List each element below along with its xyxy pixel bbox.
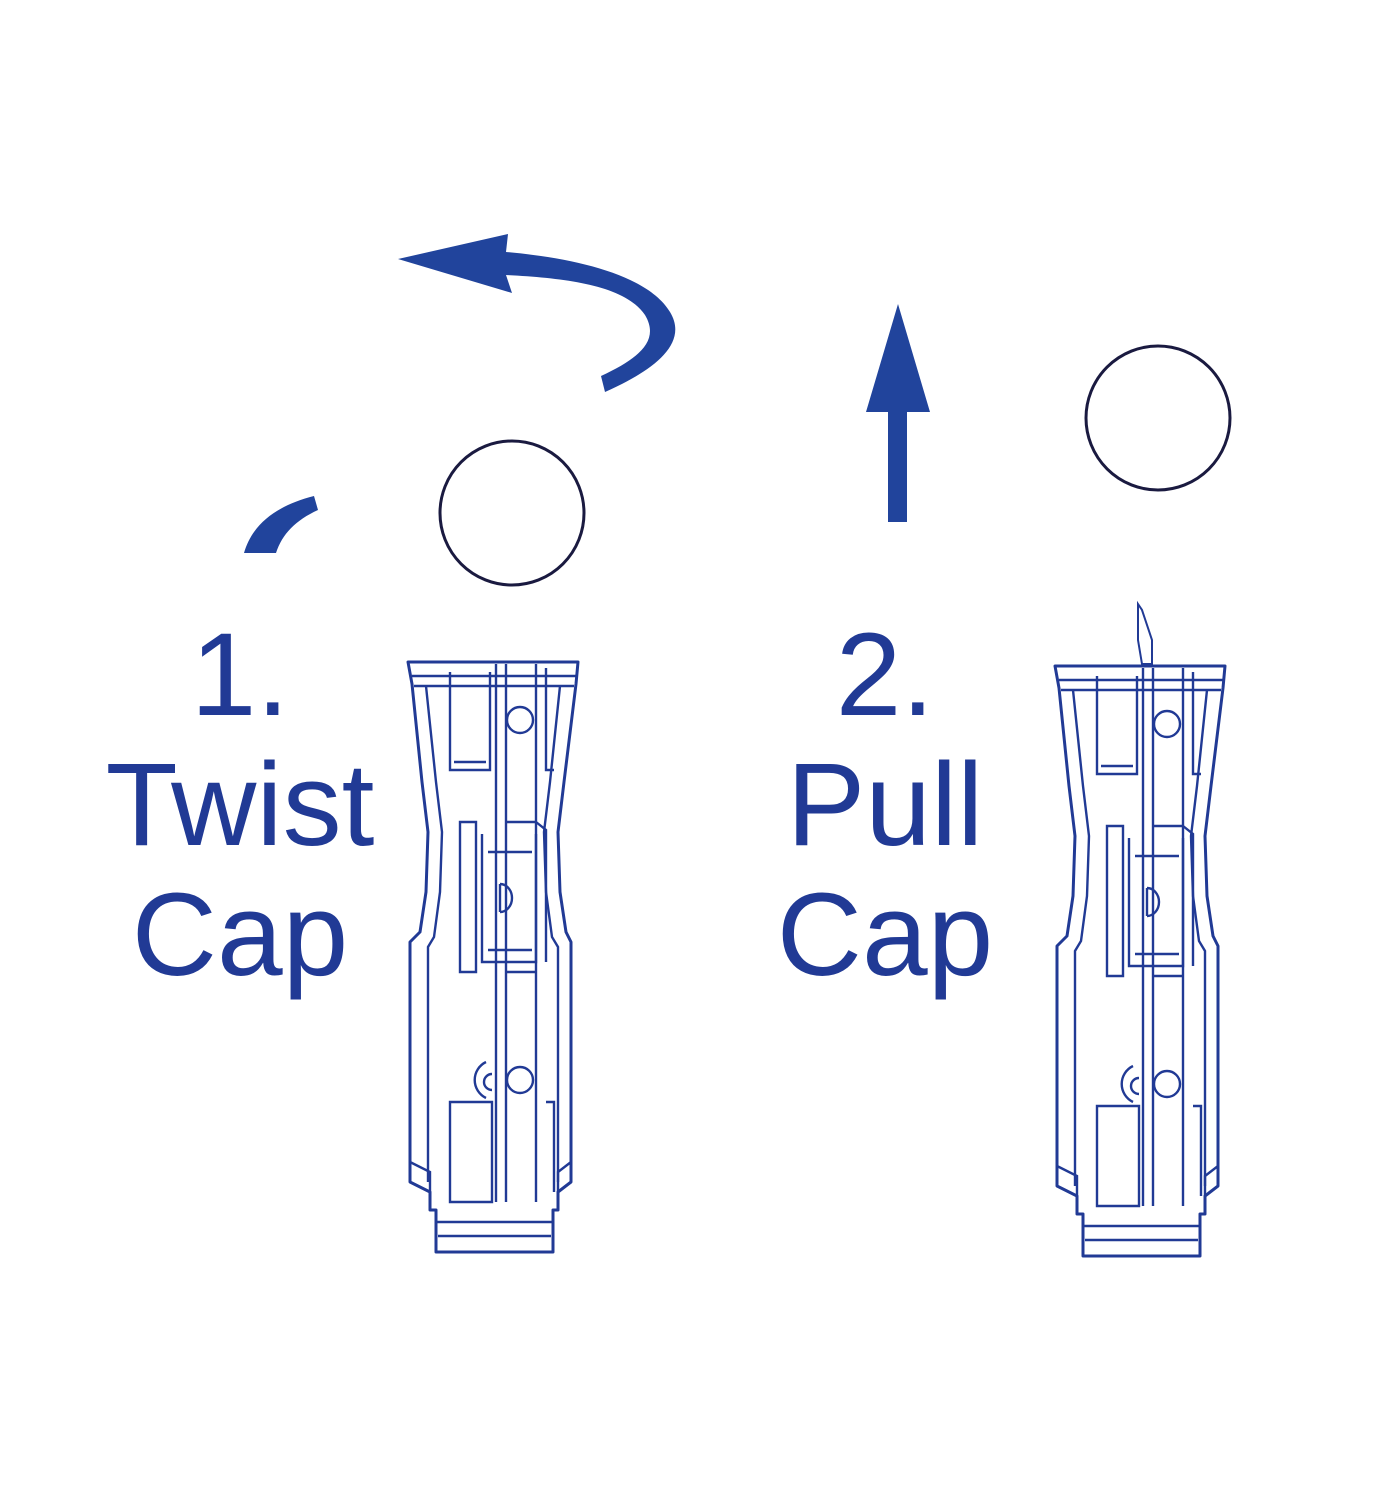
step-1-group bbox=[244, 234, 676, 1254]
step-2-number: 2. bbox=[835, 609, 935, 741]
straight-up-arrow-icon bbox=[866, 304, 930, 522]
step-1-object: Cap bbox=[131, 869, 349, 1001]
lancet-cap-2 bbox=[1084, 344, 1232, 492]
curved-twist-arrow-tail-icon bbox=[244, 496, 318, 553]
lancet-cap-1 bbox=[438, 439, 586, 587]
lancet-device-2 bbox=[1053, 664, 1227, 1258]
lancet-device-1 bbox=[406, 660, 580, 1254]
step-1-number: 1. bbox=[190, 609, 290, 741]
step-1-label: 1. Twist Cap bbox=[100, 610, 380, 1000]
step-2-action: Pull bbox=[786, 739, 984, 871]
step-2-group bbox=[866, 304, 1232, 1258]
step-2-object: Cap bbox=[776, 869, 994, 1001]
lancet-needle bbox=[1137, 600, 1153, 665]
step-1-action: Twist bbox=[105, 739, 375, 871]
step-2-label: 2. Pull Cap bbox=[760, 610, 1010, 1000]
curved-twist-arrow-icon bbox=[398, 234, 676, 392]
